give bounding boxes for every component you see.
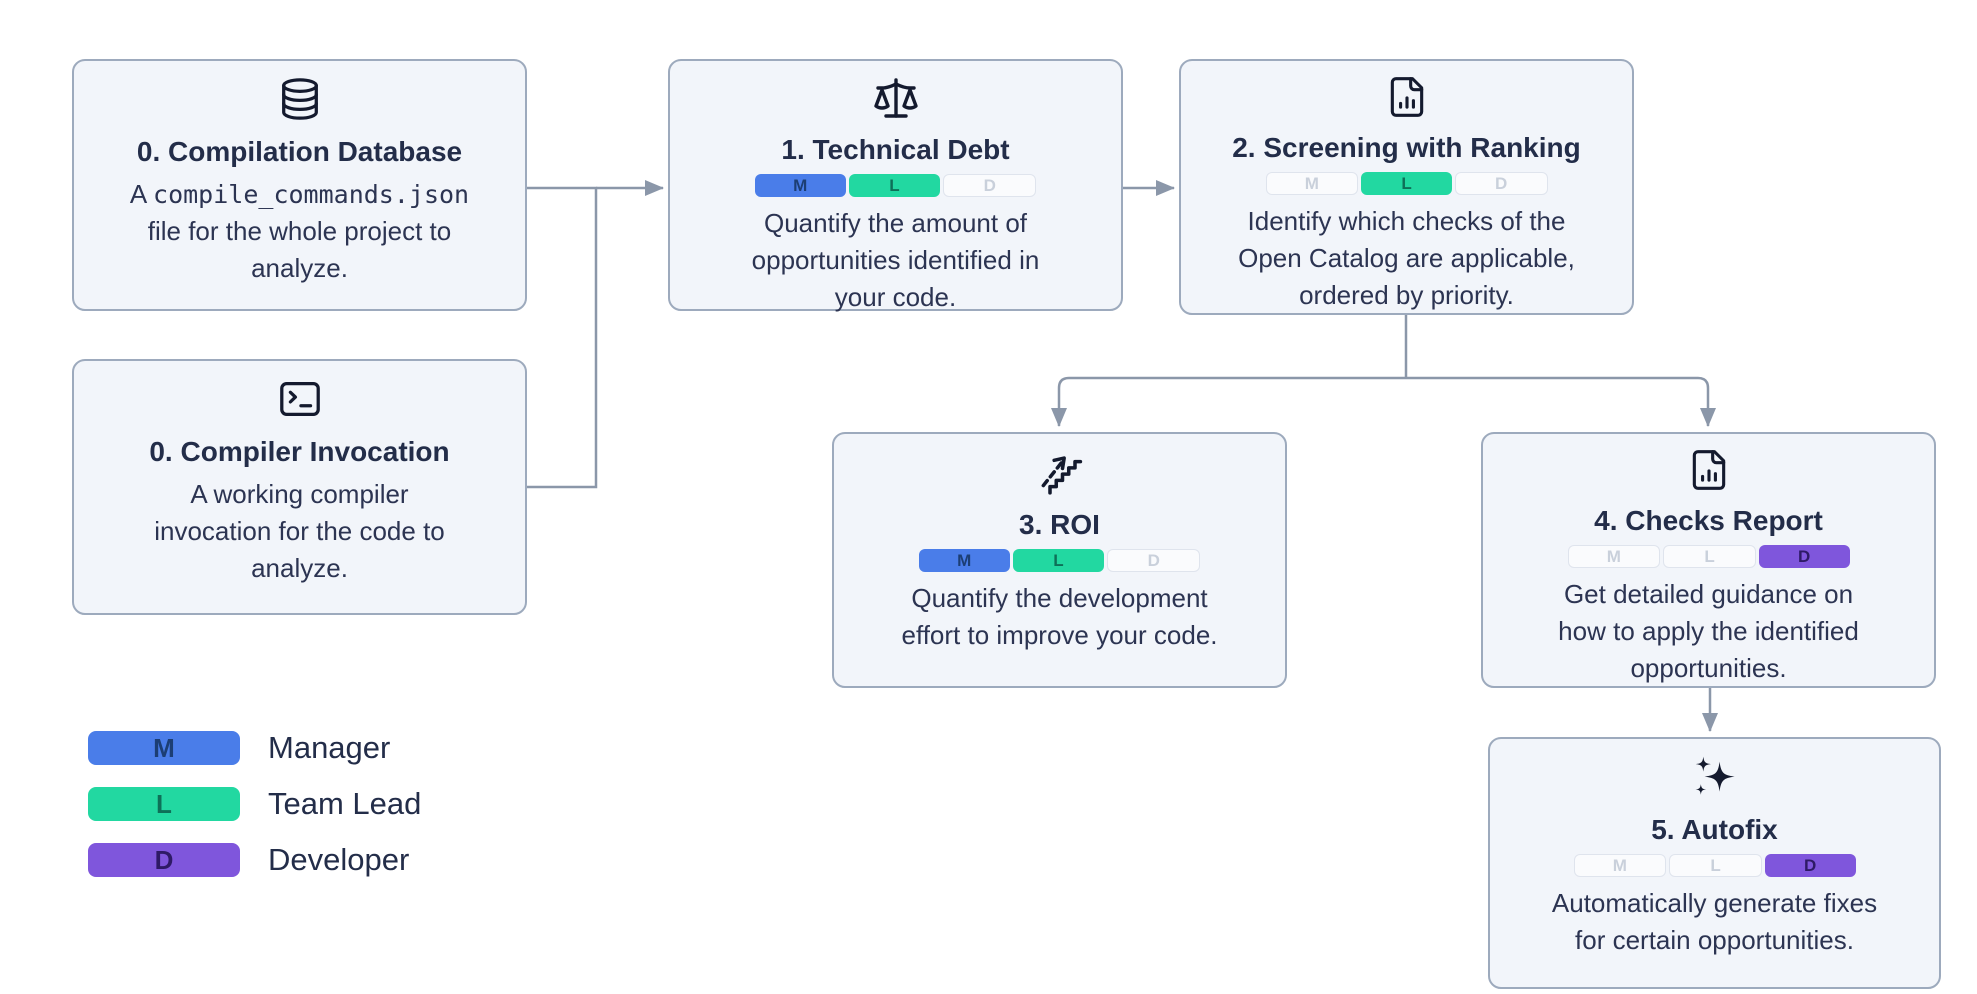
- description-text: A: [129, 179, 154, 210]
- merge-connector: [527, 186, 598, 489]
- badge-l-active: L: [1012, 549, 1105, 573]
- node-description: Quantify the development effort to impro…: [901, 583, 1218, 651]
- node-description: Quantify the amount of opportunities ide…: [751, 208, 1040, 313]
- badge-d-inactive: D: [943, 174, 1037, 198]
- scale-icon: [872, 74, 920, 122]
- badge-d-inactive: D: [1454, 172, 1548, 196]
- node-title: 2. Screening with Ranking: [1232, 132, 1581, 163]
- badge-m-active: M: [918, 549, 1010, 573]
- sparkles-icon: [1690, 752, 1740, 802]
- node-title: 1. Technical Debt: [781, 134, 1010, 165]
- node-description: Identify which checks of the Open Catalo…: [1238, 206, 1575, 311]
- node-title: 5. Autofix: [1651, 814, 1778, 845]
- node-title: 0. Compilation Database: [136, 136, 463, 167]
- node-description: A compile_commands.json file for the who…: [130, 176, 469, 287]
- badge-m-active: M: [754, 174, 846, 198]
- manager-badge: M: [88, 731, 240, 765]
- badge-d-active: D: [1758, 545, 1850, 569]
- node-compiler-invocation: 0. Compiler Invocation A working compile…: [72, 359, 527, 615]
- inline-code: compile_commands.json: [153, 180, 470, 210]
- description-text: file for the whole project to analyze.: [147, 216, 452, 284]
- badge-m-inactive: M: [1573, 854, 1667, 878]
- legend-label: Developer: [268, 842, 410, 877]
- arrow-to-checks-report: [1406, 376, 1716, 427]
- file-chart-icon: [1687, 447, 1731, 493]
- role-legend: M Manager L Team Lead D Developer: [88, 730, 422, 899]
- node-title: 3. ROI: [1019, 509, 1100, 540]
- badge-l-active: L: [848, 174, 941, 198]
- badge-m-inactive: M: [1567, 545, 1661, 569]
- legend-label: Team Lead: [268, 786, 422, 821]
- badge-m-inactive: M: [1265, 172, 1359, 196]
- team-lead-badge: L: [88, 787, 240, 821]
- badge-d-inactive: D: [1107, 549, 1201, 573]
- badge-l-inactive: L: [1669, 854, 1762, 878]
- node-description: A working compiler invocation for the co…: [154, 479, 445, 584]
- node-description: Automatically generate fixes for certain…: [1551, 888, 1878, 956]
- database-icon: [277, 74, 323, 124]
- legend-row-manager: M Manager: [88, 730, 421, 765]
- badge-l-inactive: L: [1663, 545, 1756, 569]
- node-compilation-database: 0. Compilation Database A compile_comman…: [72, 59, 527, 311]
- legend-row-developer: D Developer: [88, 842, 421, 877]
- legend-label: Manager: [268, 730, 391, 765]
- file-chart-icon: [1385, 74, 1429, 120]
- stairs-growth-icon: [1035, 447, 1085, 497]
- node-title: 4. Checks Report: [1594, 505, 1823, 536]
- badge-d-active: D: [1764, 854, 1856, 878]
- node-description: Get detailed guidance on how to apply th…: [1558, 579, 1859, 684]
- legend-row-team-lead: L Team Lead: [88, 786, 422, 821]
- arrow-to-roi: [1051, 376, 1406, 427]
- developer-badge: D: [88, 843, 240, 877]
- node-title: 0. Compiler Invocation: [149, 436, 450, 467]
- badge-l-active: L: [1361, 172, 1452, 196]
- terminal-icon: [277, 374, 323, 424]
